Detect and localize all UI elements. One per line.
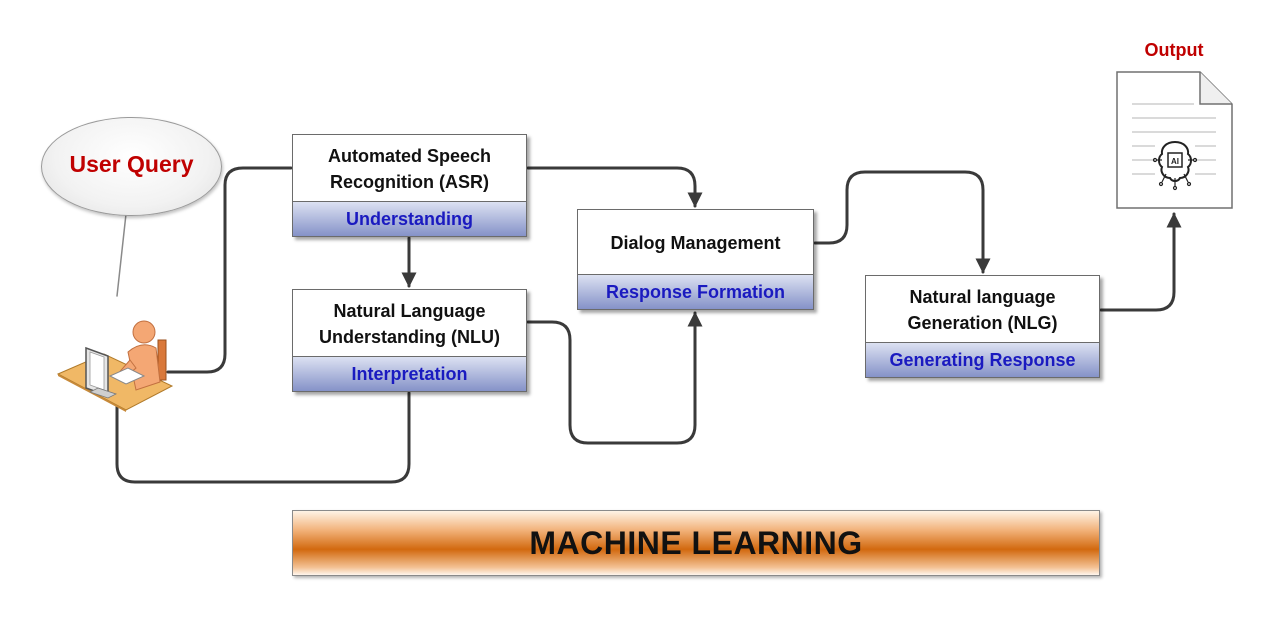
output-label: Output — [1144, 40, 1204, 60]
nlu-title-line2: Understanding (NLU) — [319, 327, 500, 347]
document-ai-chip-icon: AI — [1116, 71, 1233, 209]
nlg-title-line2: Generation (NLG) — [907, 313, 1058, 333]
connector-nlg-output — [1099, 212, 1182, 312]
asr-title-line1: Automated Speech — [327, 146, 492, 166]
user-at-desk-icon — [56, 320, 174, 412]
user-query-bubble: User Query — [41, 117, 222, 216]
connector-nlu-user — [115, 391, 411, 484]
nlu-title: Natural Language Understanding (NLU) — [293, 290, 526, 358]
nlg-title: Natural language Generation (NLG) — [866, 276, 1099, 344]
chip-text: AI — [1171, 157, 1179, 166]
machine-learning-label: MACHINE LEARNING — [529, 524, 863, 561]
nlg-band: Generating Response — [866, 342, 1099, 377]
bubble-tail — [116, 213, 127, 297]
connector-asr-dm — [526, 166, 703, 208]
connector-nlu-dm — [526, 311, 703, 445]
nlu-band: Interpretation — [293, 356, 526, 391]
dialog-management-box: Dialog Management Response Formation — [577, 209, 814, 310]
asr-title: Automated Speech Recognition (ASR) — [293, 135, 526, 203]
connector-user-asr — [166, 166, 293, 374]
dm-title: Dialog Management — [610, 233, 781, 253]
nlu-box: Natural Language Understanding (NLU) Int… — [292, 289, 527, 392]
asr-title-line2: Recognition (ASR) — [330, 172, 489, 192]
nlu-title-line1: Natural Language — [333, 301, 486, 321]
machine-learning-banner: MACHINE LEARNING — [292, 510, 1100, 576]
nlg-title-line1: Natural language — [909, 287, 1056, 307]
connector-dm-nlg — [813, 170, 991, 274]
dm-band: Response Formation — [578, 274, 813, 309]
asr-band: Understanding — [293, 201, 526, 236]
nlg-box: Natural language Generation (NLG) Genera… — [865, 275, 1100, 378]
asr-box: Automated Speech Recognition (ASR) Under… — [292, 134, 527, 237]
user-query-label: User Query — [69, 151, 194, 177]
